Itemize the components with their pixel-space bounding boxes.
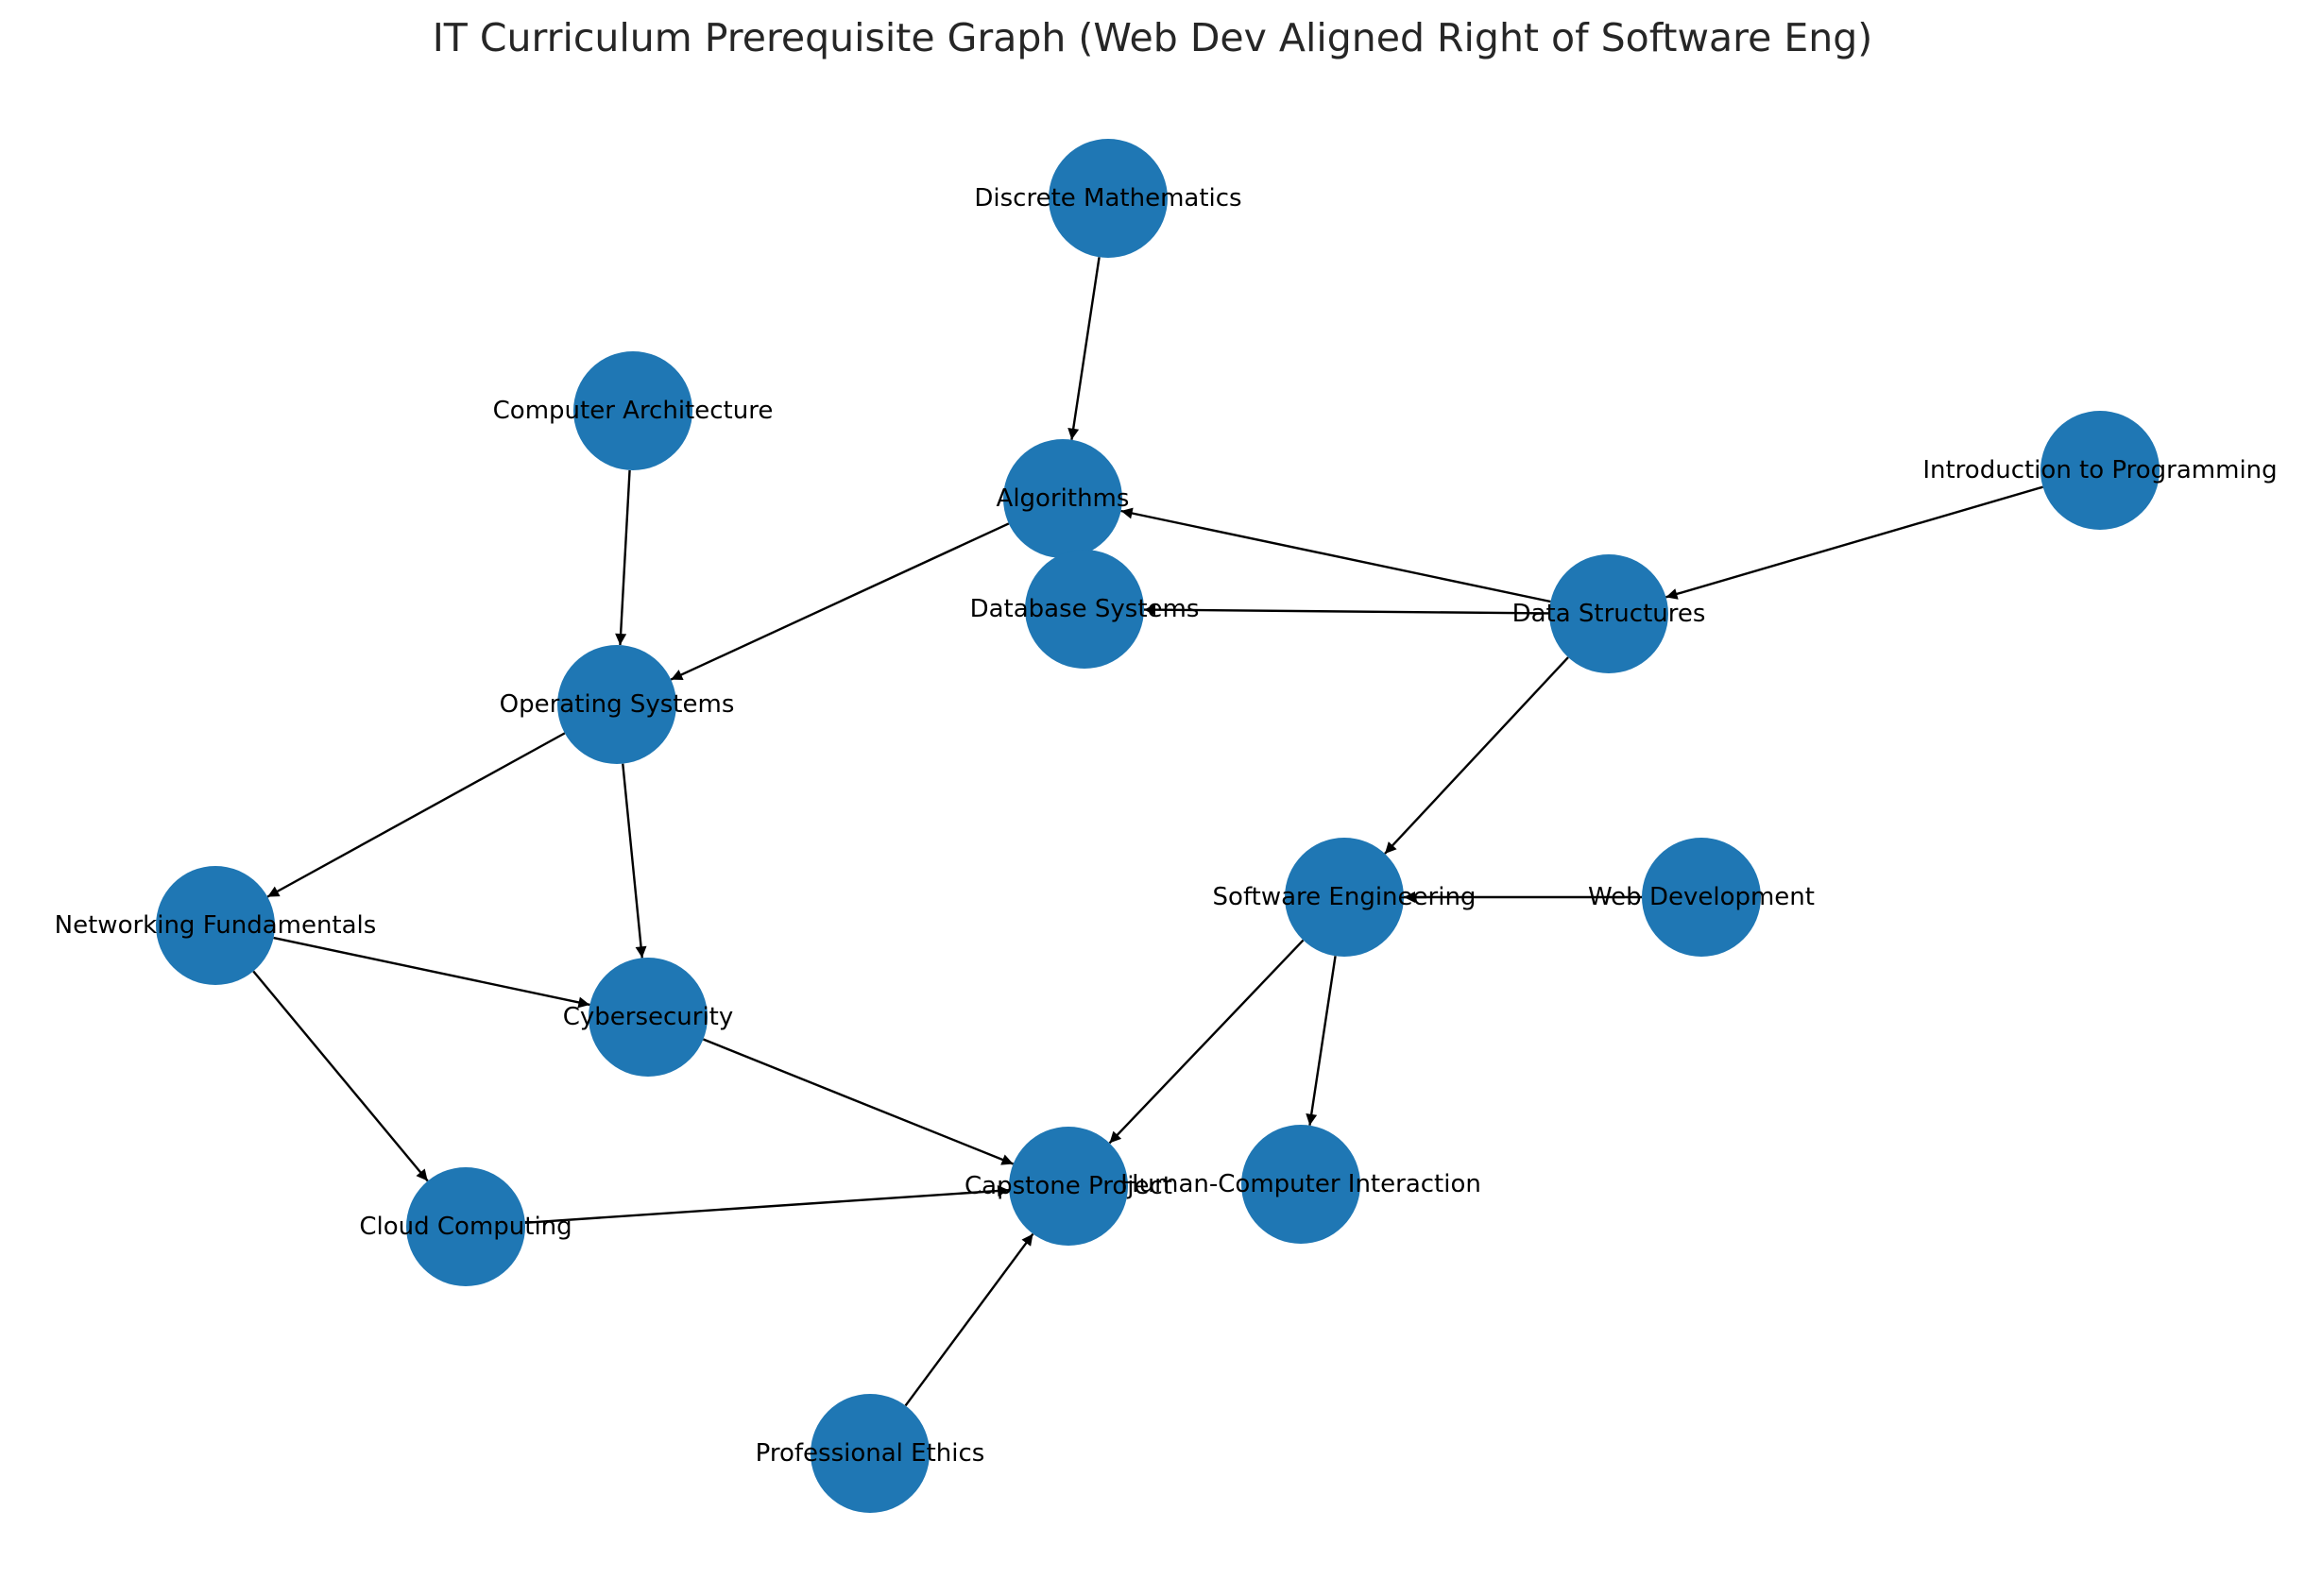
node-webdev	[1642, 838, 1761, 957]
node-comparch	[573, 351, 692, 470]
node-label-softeng: Software Engineering	[1213, 883, 1477, 911]
edge-ethics-to-capstone	[904, 1232, 1034, 1407]
edges-layer	[252, 257, 2043, 1407]
node-cyber	[589, 958, 708, 1077]
node-label-cloud: Cloud Computing	[359, 1213, 572, 1241]
node-capstone	[1009, 1127, 1128, 1246]
node-label-dbsys: Database Systems	[970, 595, 1200, 623]
node-discrete	[1049, 139, 1168, 258]
node-softeng	[1285, 838, 1404, 957]
node-label-capstone: Capstone Project	[965, 1172, 1172, 1200]
nodes-layer	[156, 139, 2160, 1513]
node-label-discrete: Discrete Mathematics	[974, 184, 1241, 212]
edge-discrete-to-algorithms	[1067, 257, 1101, 440]
edge-datastruct-to-dbsys	[1143, 603, 1550, 616]
node-label-comparch: Computer Architecture	[493, 397, 774, 425]
node-networking	[156, 866, 275, 985]
node-label-datastruct: Data Structures	[1512, 600, 1706, 628]
node-label-algorithms: Algorithms	[997, 484, 1130, 513]
edge-datastruct-to-softeng	[1384, 656, 1569, 855]
edge-cloud-to-capstone	[524, 1185, 1010, 1224]
graph-title: IT Curriculum Prerequisite Graph (Web De…	[433, 15, 1873, 60]
node-hci	[1241, 1125, 1360, 1244]
node-label-os: Operating Systems	[500, 690, 735, 719]
node-label-hci: Human-Computer Interaction	[1120, 1170, 1481, 1198]
node-datastruct	[1549, 554, 1668, 673]
node-cloud	[406, 1167, 525, 1286]
edge-networking-to-cyber	[273, 936, 590, 1009]
edge-networking-to-cloud	[252, 970, 429, 1182]
node-label-webdev: Web Development	[1588, 883, 1815, 911]
node-label-ethics: Professional Ethics	[756, 1439, 985, 1468]
edge-os-to-cyber	[622, 763, 647, 959]
edge-intro-to-datastruct	[1665, 485, 2043, 600]
node-algorithms	[1003, 439, 1122, 558]
node-label-cyber: Cybersecurity	[563, 1003, 734, 1031]
node-os	[557, 645, 676, 764]
edge-softeng-to-capstone	[1108, 939, 1305, 1145]
edge-comparch-to-os	[615, 469, 631, 646]
node-intro	[2040, 411, 2160, 530]
edge-os-to-networking	[266, 732, 566, 898]
edge-softeng-to-hci	[1306, 956, 1337, 1126]
node-label-intro: Introduction to Programming	[1922, 456, 2277, 484]
edge-datastruct-to-algorithms	[1120, 507, 1551, 603]
edge-algorithms-to-os	[670, 522, 1010, 681]
node-ethics	[811, 1394, 930, 1513]
edge-cyber-to-capstone	[703, 1038, 1014, 1165]
node-dbsys	[1025, 550, 1144, 669]
node-label-networking: Networking Fundamentals	[55, 911, 377, 940]
